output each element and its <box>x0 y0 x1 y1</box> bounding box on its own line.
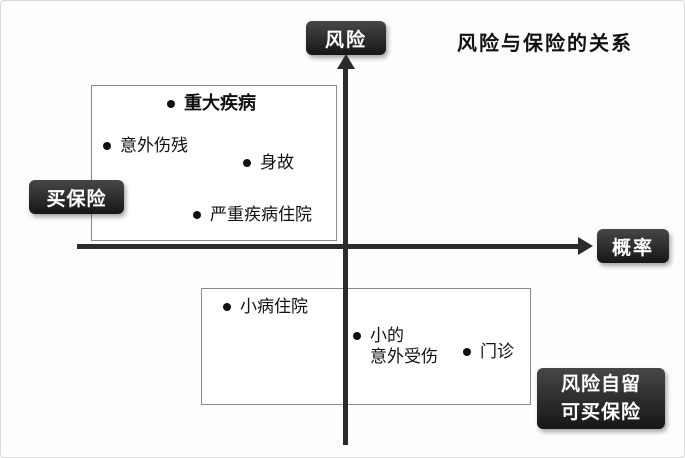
bullet-dot-icon <box>193 210 201 219</box>
arrow-right-icon <box>578 237 593 255</box>
buy-insurance-badge: 买保险 <box>29 180 124 214</box>
bullet-dot-icon <box>243 158 251 167</box>
bullet-dot-icon <box>223 302 231 311</box>
bullet-dot-icon <box>103 141 111 150</box>
point-label: 重大疾病 <box>184 93 256 113</box>
y-axis-label: 风险 <box>324 29 367 51</box>
high-risk-quadrant-box <box>91 85 337 241</box>
risk-retention-label: 风险自留 可买保险 <box>560 373 641 423</box>
y-axis-line <box>343 65 348 445</box>
point-label: 身故 <box>260 153 294 172</box>
buy-insurance-label: 买保险 <box>46 188 107 210</box>
point-major-disease: 重大疾病 <box>167 93 256 114</box>
bullet-dot-icon <box>353 332 361 340</box>
arrow-up-icon <box>337 54 355 69</box>
point-label: 小的 意外受伤 <box>370 326 438 366</box>
risk-retention-badge: 风险自留 可买保险 <box>537 368 665 429</box>
point-label: 严重疾病住院 <box>210 205 312 224</box>
point-outpatient: 门诊 <box>463 341 514 362</box>
point-death: 身故 <box>243 152 294 173</box>
x-axis-label-badge: 概率 <box>597 229 669 263</box>
point-label: 意外伤残 <box>120 136 188 155</box>
bullet-dot-icon <box>463 347 471 356</box>
point-minor-illness-hospitalization: 小病住院 <box>223 296 308 317</box>
x-axis-label: 概率 <box>611 237 654 259</box>
low-risk-quadrant-box <box>201 288 531 405</box>
point-accidental-disability: 意外伤残 <box>103 135 188 156</box>
point-serious-disease-hospitalization: 严重疾病住院 <box>193 204 312 225</box>
point-label: 门诊 <box>480 342 514 361</box>
point-small-accidental-injury: 小的 意外受伤 <box>353 325 438 367</box>
y-axis-label-badge: 风险 <box>306 21 386 55</box>
diagram-title: 风险与保险的关系 <box>457 33 633 55</box>
point-label: 小病住院 <box>240 297 308 316</box>
bullet-dot-icon <box>167 99 175 108</box>
x-axis-line <box>77 244 580 249</box>
